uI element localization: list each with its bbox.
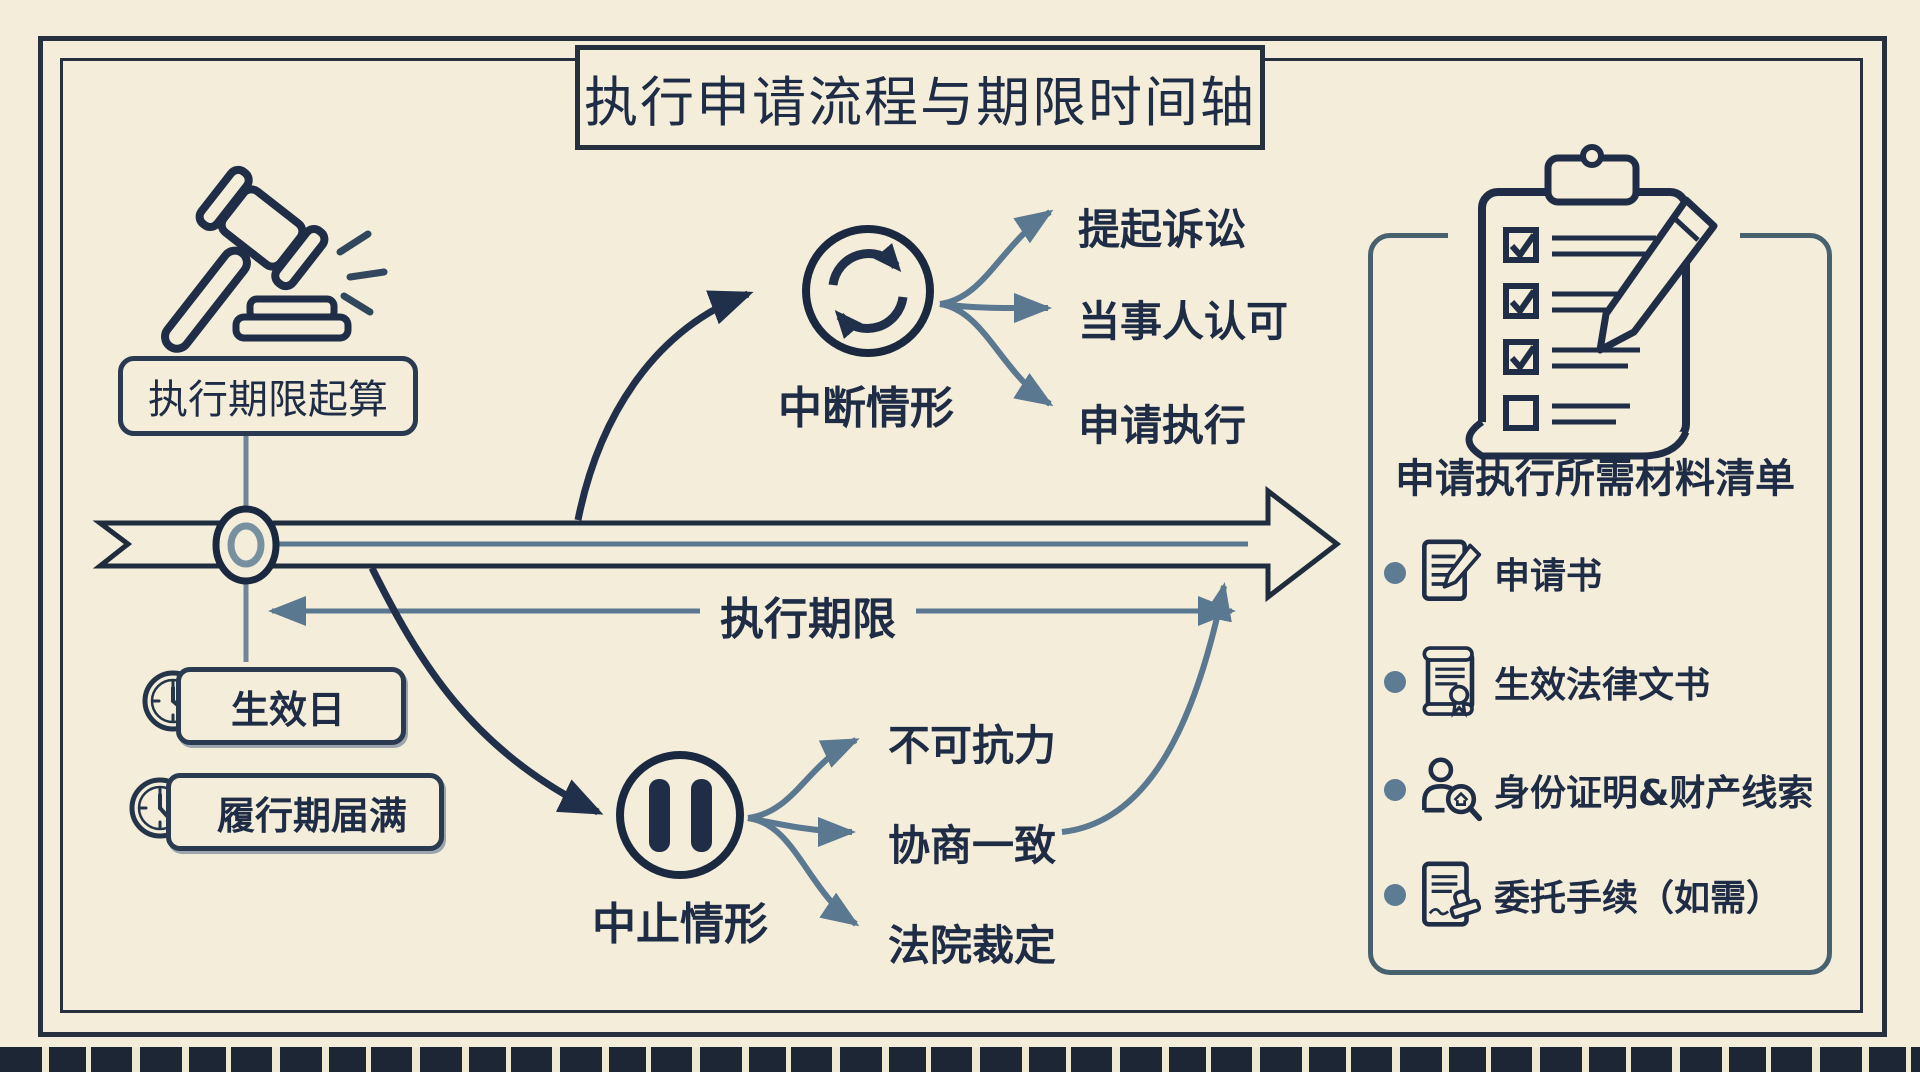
material-item-identity: 身份证明&财产线索 [1378, 745, 1816, 835]
interruption-cause-1: 提起诉讼 [1078, 205, 1247, 254]
gavel-icon [161, 165, 388, 353]
interruption-label: 中断情形 [778, 383, 954, 434]
start-label-box: 执行期限起算 [118, 356, 418, 436]
bullet-icon [1384, 884, 1406, 906]
bullet-icon [1384, 779, 1406, 801]
impact-lines-icon [336, 230, 388, 316]
material-item-label: 身份证明&财产线索 [1494, 773, 1814, 814]
material-item-label: 申请书 [1494, 556, 1603, 597]
material-item-delegation: 委托手续（如需） [1378, 850, 1816, 940]
title-box: 执行申请流程与期限时间轴 [575, 45, 1265, 150]
application-document-icon [1422, 539, 1482, 601]
material-item-label: 生效法律文书 [1494, 665, 1711, 706]
pen-icon [1596, 196, 1718, 354]
interruption-cause-2: 当事人认可 [1078, 297, 1289, 346]
suspension-cause-1: 不可抗力 [888, 721, 1057, 770]
interruption-branches [939, 209, 1054, 407]
outer-frame [38, 36, 1887, 1037]
timeline-start-node [212, 505, 280, 585]
material-item-label: 委托手续（如需） [1494, 878, 1783, 919]
performance-expiry-label: 履行期届满 [217, 793, 408, 838]
start-label: 执行期限起算 [148, 377, 388, 423]
effective-date-box: 生效日 [176, 667, 406, 745]
suspension-cause-3: 法院裁定 [888, 921, 1057, 970]
interruption-connector [574, 290, 754, 521]
suspension-connector [368, 566, 604, 816]
material-item-legal-instrument: 生效法律文书 [1378, 637, 1816, 727]
execution-period-label: 执行期限 [700, 588, 916, 645]
performance-expiry-box: 履行期届满 [166, 773, 444, 851]
effective-date-label: 生效日 [231, 687, 346, 732]
legal-instrument-icon [1422, 646, 1475, 718]
refresh-cycle-icon [802, 225, 934, 357]
suspension-label: 中止情形 [592, 899, 768, 950]
page-title: 执行申请流程与期限时间轴 [584, 71, 1256, 134]
interruption-cause-3: 申请执行 [1078, 401, 1247, 450]
identity-search-icon [1422, 757, 1483, 822]
suspension-cause-2: 协商一致 [888, 821, 1057, 870]
pause-icon [616, 751, 744, 879]
delegation-stamp-icon [1422, 861, 1482, 927]
bullet-icon [1384, 671, 1406, 693]
bullet-icon [1384, 562, 1406, 584]
materials-title: 申请执行所需材料清单 [1395, 456, 1795, 502]
bottom-cropped-text-strip [0, 1047, 1920, 1072]
resume-connector [1061, 582, 1232, 835]
material-item-application: 申请书 [1378, 528, 1816, 618]
clipboard-checklist-icon [1448, 144, 1740, 460]
suspension-branches [747, 737, 860, 927]
